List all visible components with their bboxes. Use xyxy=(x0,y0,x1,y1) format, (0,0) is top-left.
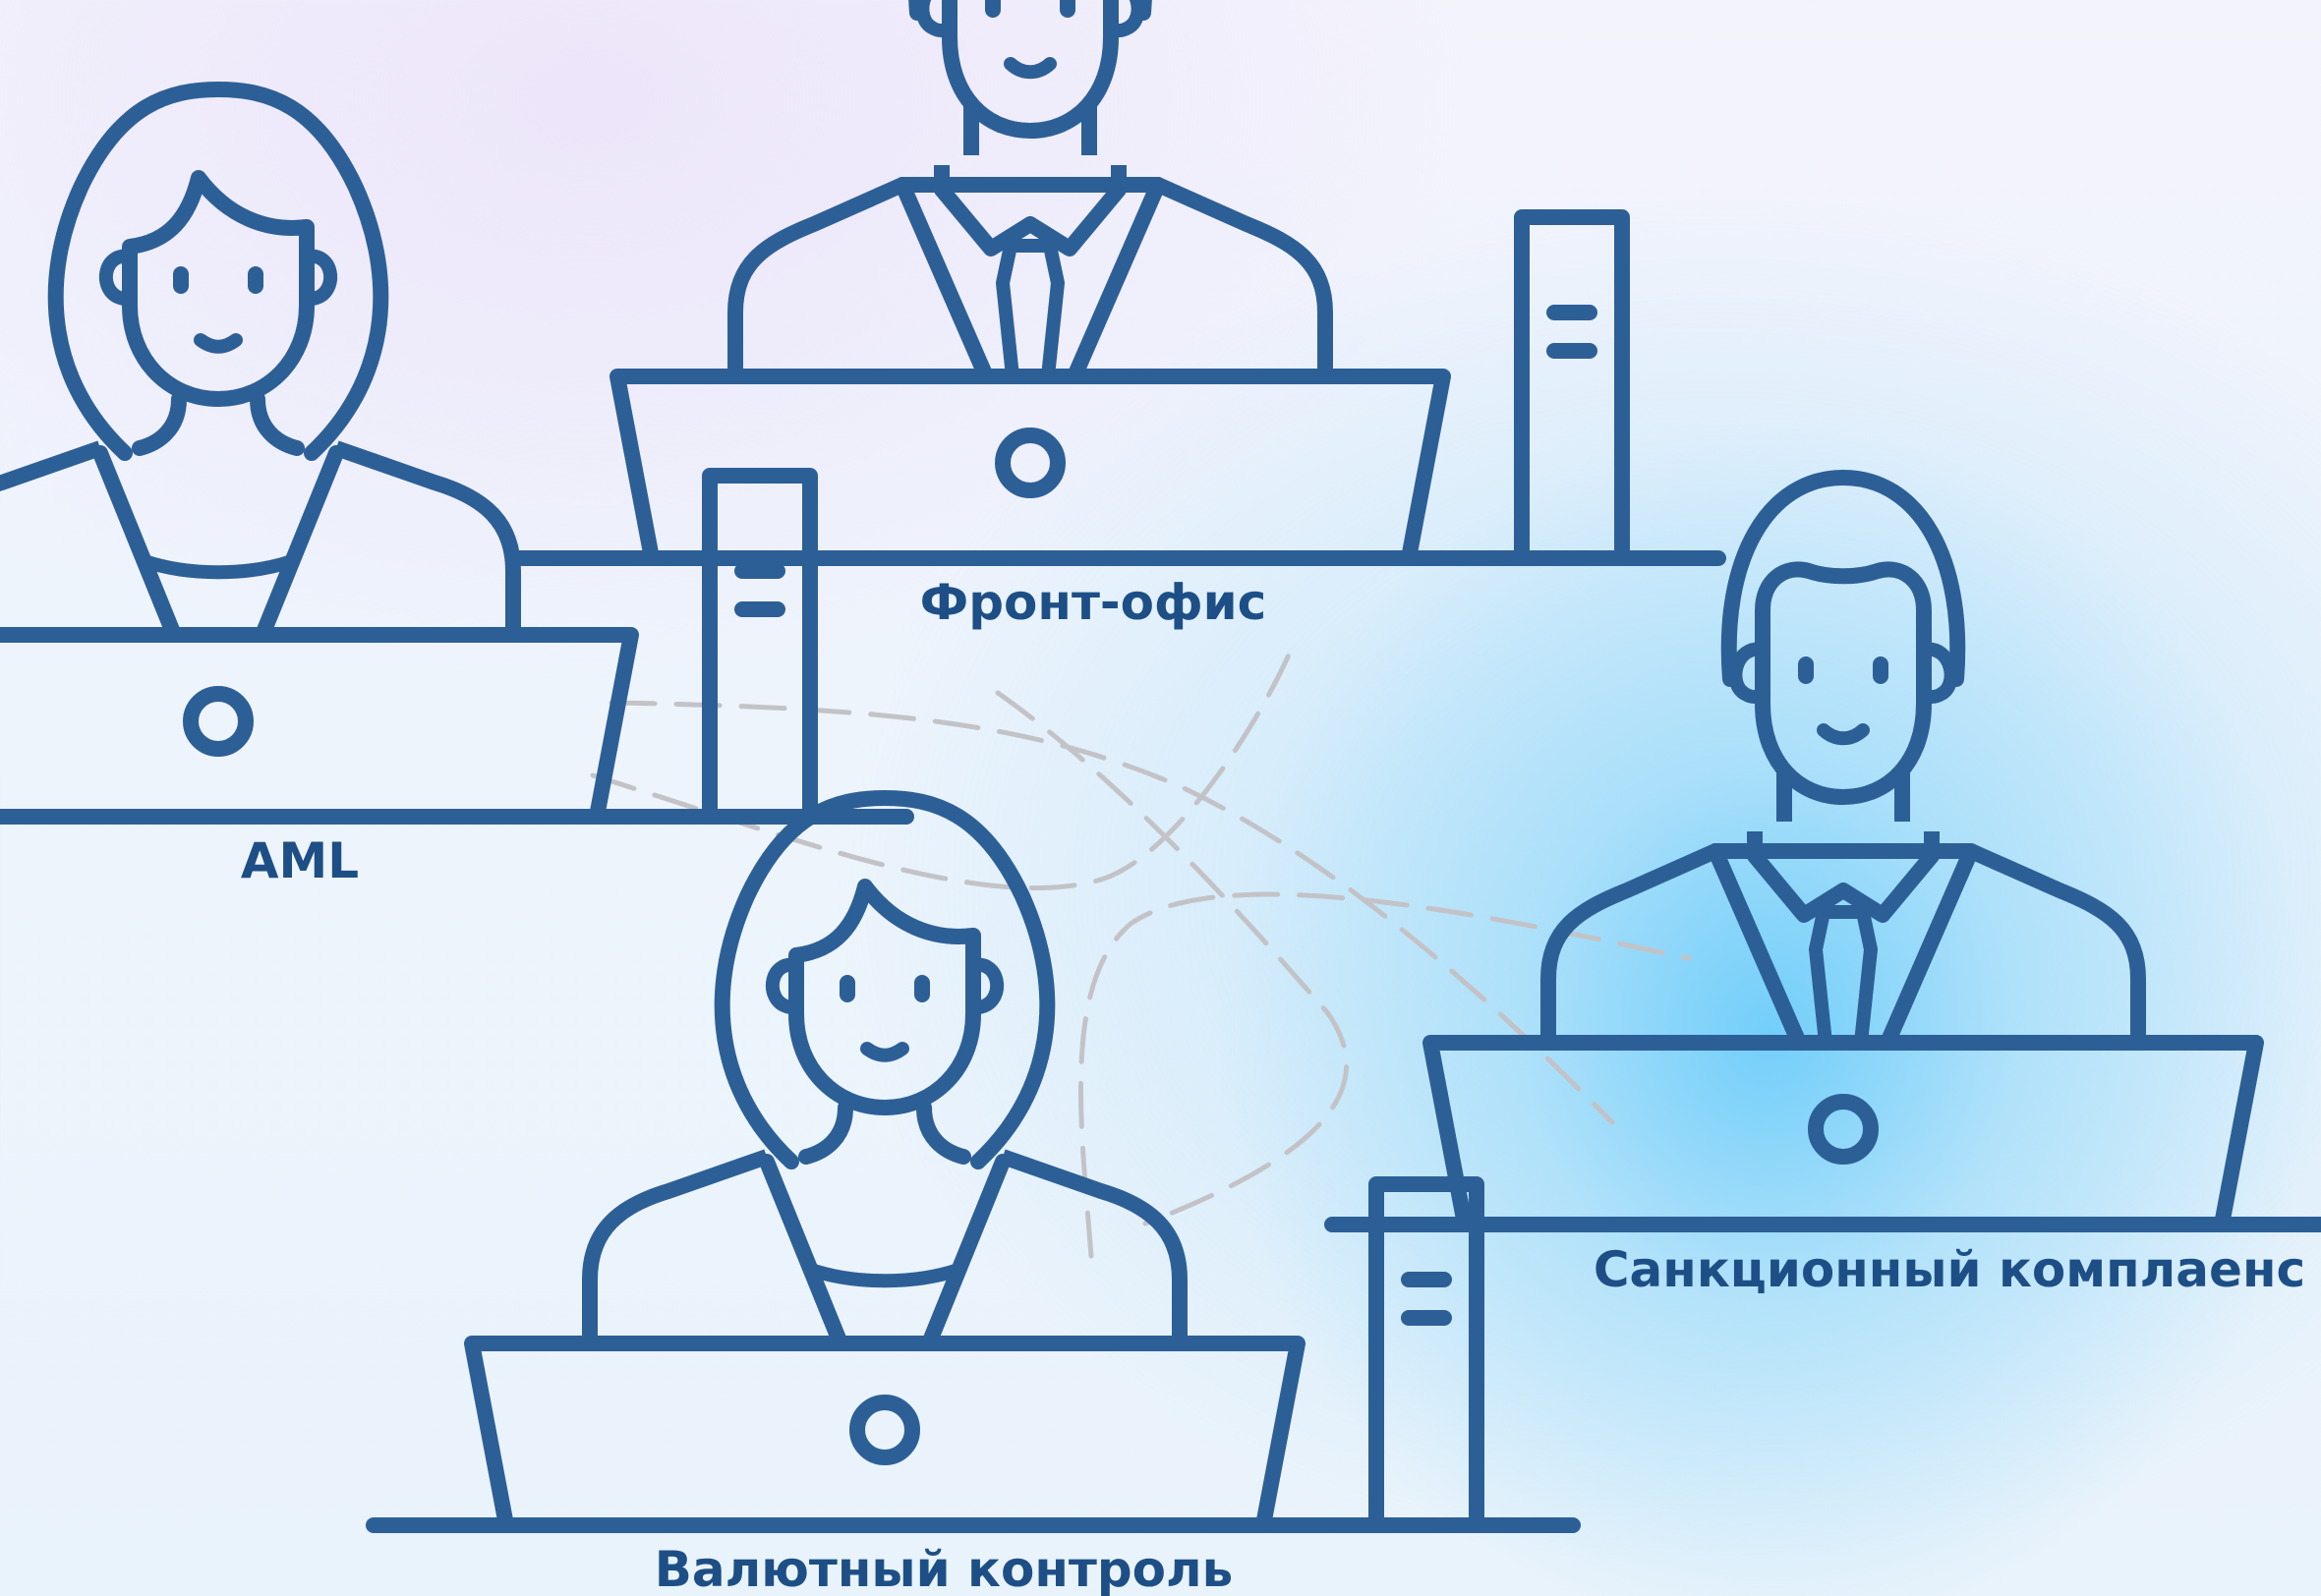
connector-lines xyxy=(590,636,1692,1259)
woman-at-laptop-icon xyxy=(374,798,1573,1525)
person-sanctions-compliance xyxy=(1332,478,2321,1225)
connector-front-currency xyxy=(995,690,1350,1226)
connector-aml-sanctions xyxy=(609,700,1615,1125)
label-currency-control: Валютный контроль xyxy=(654,1541,1234,1596)
connector-aml-currency xyxy=(590,636,1299,891)
man-at-laptop-icon xyxy=(1332,478,2321,1225)
label-aml: AML xyxy=(240,832,360,889)
label-front-office: Фронт-офис xyxy=(919,574,1267,631)
label-sanctions-compliance: Санкционный комплаенс xyxy=(1593,1241,2306,1298)
person-currency-control xyxy=(374,798,1573,1525)
person-front-office xyxy=(519,0,1718,558)
connector-currency-sanctions xyxy=(1078,891,1692,1259)
man-at-laptop-icon xyxy=(519,0,1718,558)
